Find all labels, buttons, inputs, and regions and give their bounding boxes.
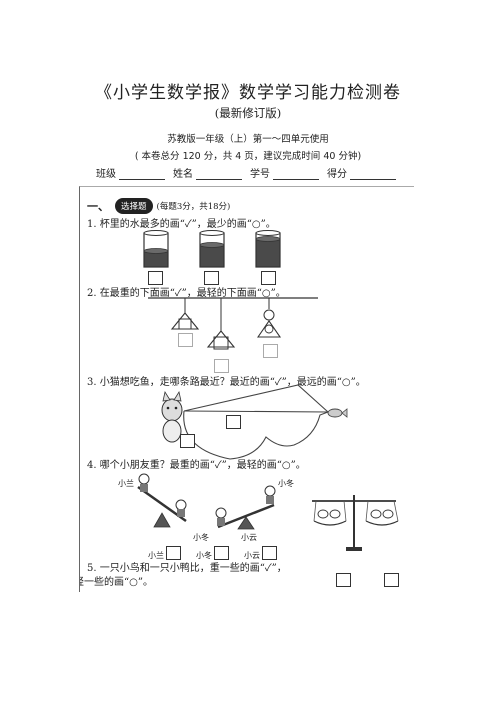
section-number: 一、 (87, 200, 109, 213)
name-field[interactable]: 姓名 (173, 165, 242, 180)
q4-answer-label-3: 小云 (244, 551, 260, 560)
section-header: 一、 选择题 (每题3分，共18分) (87, 198, 230, 214)
worksheet: 一、 选择题 (每题3分，共18分) 1. 杯里的水最多的画“✓”，最少的画“○… (79, 186, 414, 592)
q3-answer-box-short-path[interactable] (226, 415, 241, 429)
cat-icon (161, 390, 183, 443)
q4-name-mid-left: 小冬 (193, 533, 209, 542)
fish-icon (327, 408, 348, 418)
q2-hanging-shapes (148, 297, 318, 350)
seesaw-2-icon (215, 485, 276, 530)
q3-answer-box-bottom-path[interactable] (180, 434, 195, 448)
q4-answer-box-2[interactable] (214, 546, 229, 560)
q1-answer-box-1[interactable] (148, 271, 163, 285)
student-id-field[interactable]: 学号 (250, 165, 319, 180)
question-3: 3. 小猫想吃鱼，走哪条路最近？最近的画“✓”，最远的画“○”。 (87, 377, 366, 388)
cup-1-icon (143, 230, 169, 268)
q4-answer-box-1[interactable] (166, 546, 181, 560)
exam-info: ( 本卷总分 120 分，共 4 页，建议完成时间 40 分钟) (134, 151, 362, 162)
class-blank[interactable] (119, 169, 165, 180)
name-blank[interactable] (196, 169, 242, 180)
name-label: 姓名 (173, 169, 193, 180)
q2-answer-box-3[interactable] (263, 344, 278, 358)
question-4: 4. 哪个小朋友重？最重的画“✓”，最轻的画“○”。 (87, 460, 306, 471)
student-id-blank[interactable] (273, 169, 319, 180)
q2-answer-box-1[interactable] (178, 333, 193, 347)
q4-name-mid-right: 小云 (241, 533, 257, 542)
class-label: 班级 (96, 169, 116, 180)
seesaw-1-icon (137, 473, 187, 528)
q5-answer-box-duck[interactable] (384, 573, 399, 587)
student-id-label: 学号 (250, 169, 270, 180)
q4-answer-label-2: 小冬 (196, 551, 212, 560)
q5-answer-box-bird[interactable] (336, 573, 351, 587)
cup-2-icon (199, 230, 225, 268)
cup-3-icon (255, 230, 281, 268)
student-fields: 班级 姓名 学号 得分 (96, 165, 404, 180)
page-title: 《小学生数学报》数学学习能力检测卷 (95, 83, 401, 103)
section-badge: 选择题 (115, 198, 153, 214)
q1-answer-box-3[interactable] (261, 271, 276, 285)
question-5: 5. 一只小鸟和一只小鸭比，重一些的画“✓”， (87, 563, 287, 574)
score-blank[interactable] (350, 169, 396, 180)
balance-scale-icon (312, 495, 399, 551)
class-field[interactable]: 班级 (96, 165, 165, 180)
page-subtitle: (最新修订版) (214, 106, 282, 120)
q4-answer-label-1: 小兰 (148, 551, 164, 560)
question-2: 2. 在最重的下面画“✓”，最轻的下面画“○”。 (87, 288, 286, 299)
q4-seesaws (137, 473, 399, 551)
q4-name-top-right: 小冬 (278, 479, 294, 488)
score-label: 得分 (327, 169, 347, 180)
q2-answer-box-2[interactable] (214, 359, 229, 373)
q4-name-top-left: 小兰 (118, 479, 134, 488)
edition-note: 苏教版一年级（上）第一～四单元使用 (167, 134, 329, 145)
q4-answer-box-3[interactable] (262, 546, 277, 560)
section-scoring: (每题3分，共18分) (156, 202, 231, 212)
question-1: 1. 杯里的水最多的画“✓”，最少的画“○”。 (87, 219, 276, 230)
score-field[interactable]: 得分 (327, 165, 396, 180)
q3-cat-and-fish-paths (161, 384, 348, 460)
q1-answer-box-2[interactable] (204, 271, 219, 285)
q1-cups-illustration (143, 230, 281, 268)
question-5-line-2: 轻一些的画“○”。 (79, 577, 153, 588)
